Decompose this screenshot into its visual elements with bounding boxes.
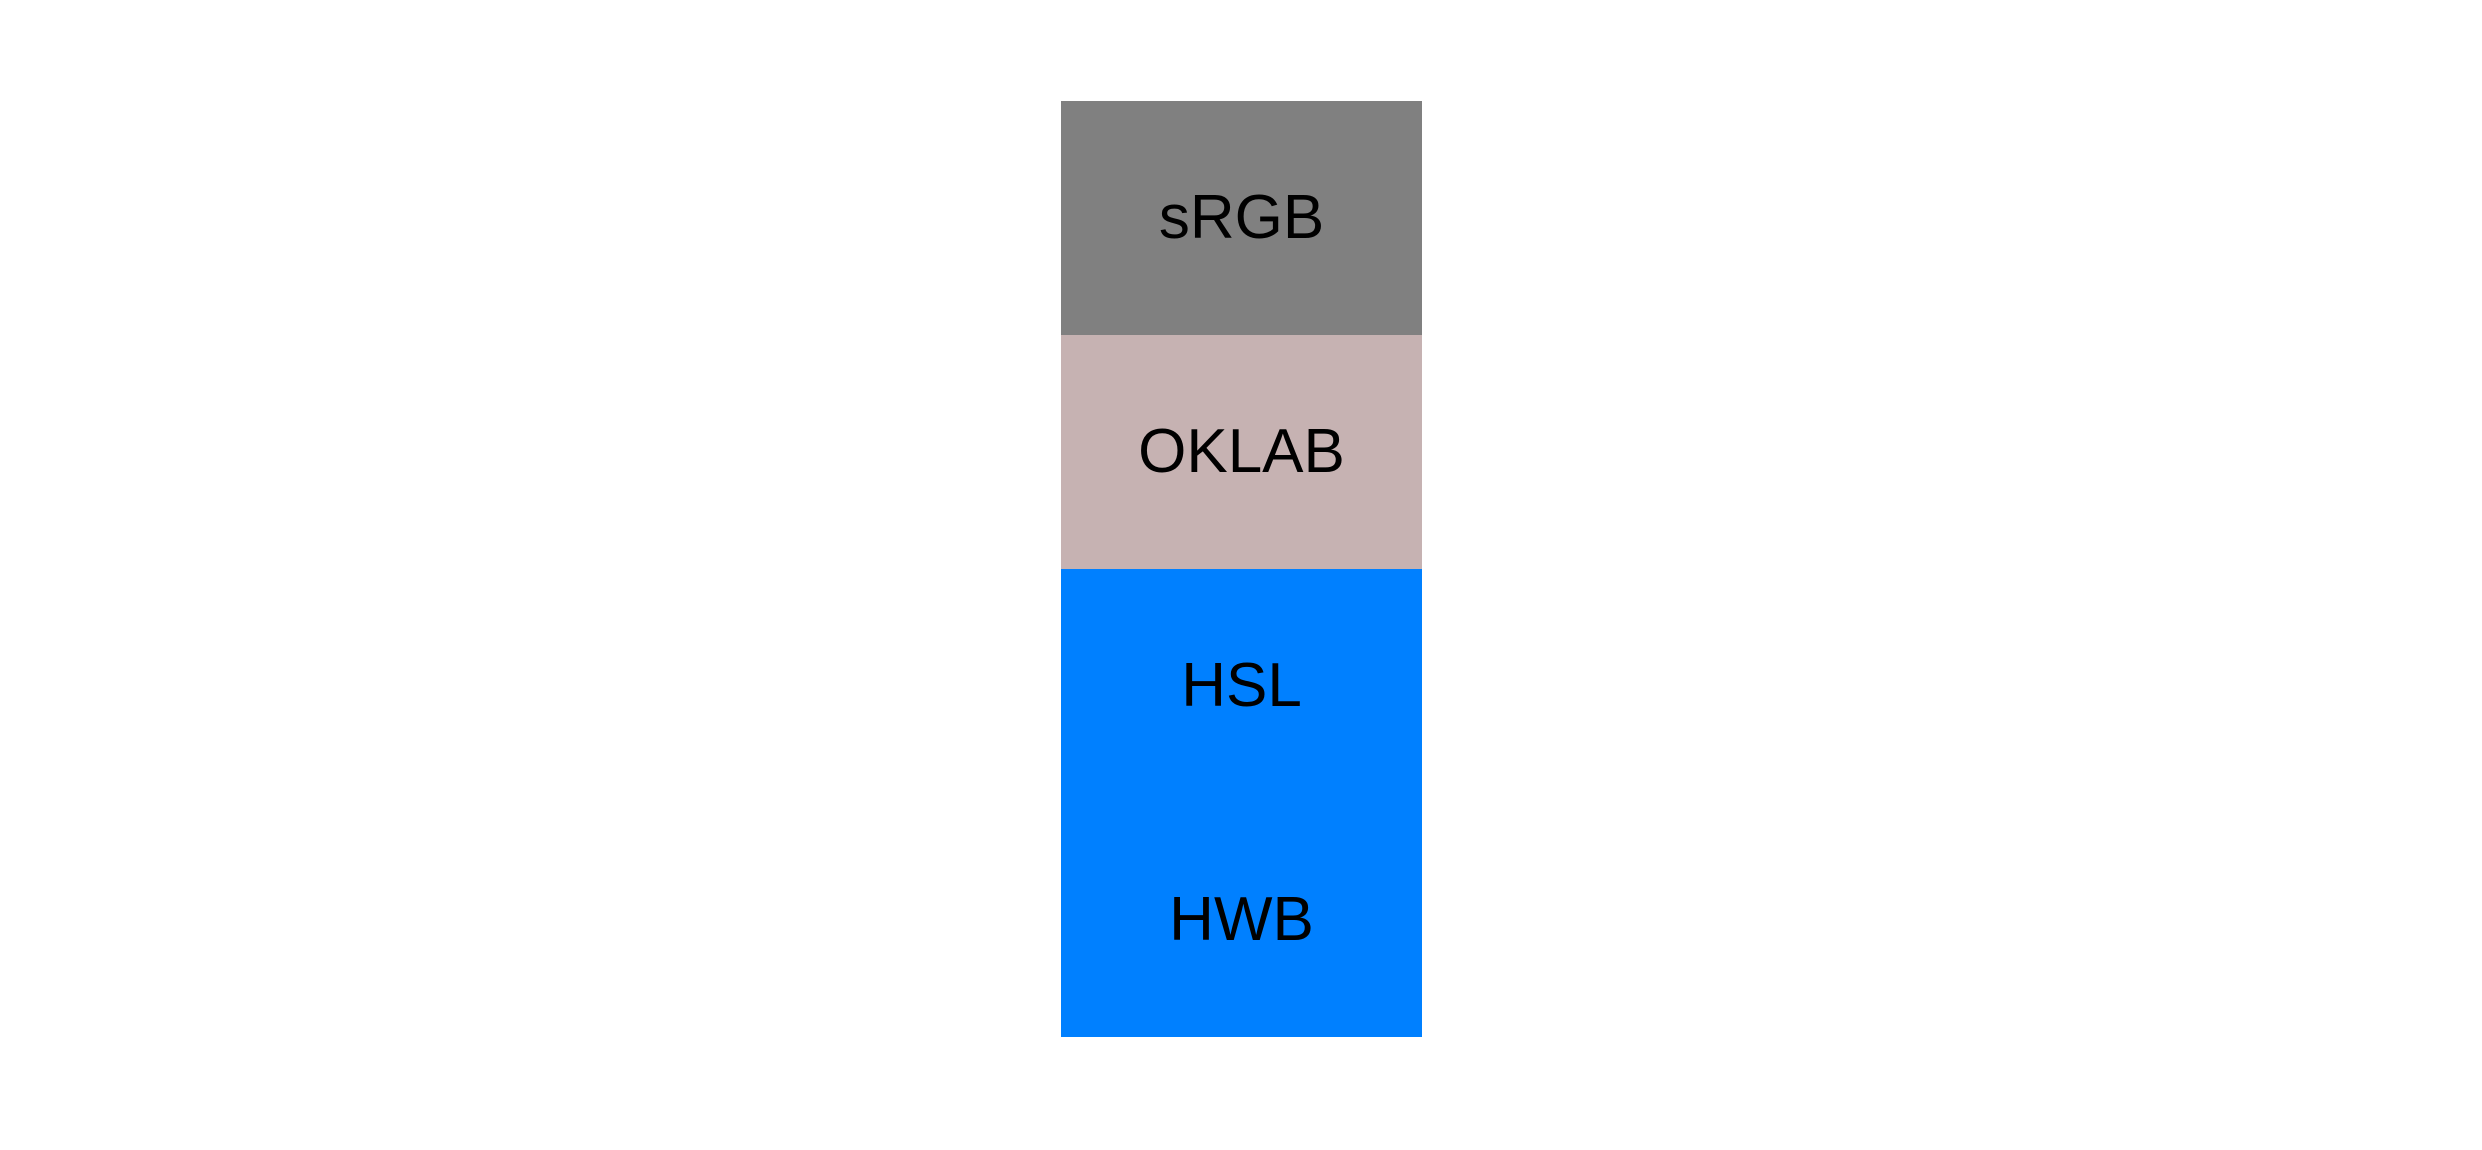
swatch-srgb[interactable]: sRGB — [1061, 101, 1422, 335]
swatch-label-srgb: sRGB — [1158, 183, 1325, 252]
swatch-label-hsl: HSL — [1181, 651, 1302, 720]
swatch-oklab[interactable]: OKLAB — [1061, 335, 1422, 569]
swatch-label-hwb: HWB — [1169, 885, 1314, 954]
swatch-hwb[interactable]: HWB — [1061, 803, 1422, 1037]
swatch-label-oklab: OKLAB — [1138, 417, 1345, 486]
swatch-hsl[interactable]: HSL — [1061, 569, 1422, 803]
color-space-swatch-stack: sRGB OKLAB HSL HWB — [1061, 101, 1422, 1037]
